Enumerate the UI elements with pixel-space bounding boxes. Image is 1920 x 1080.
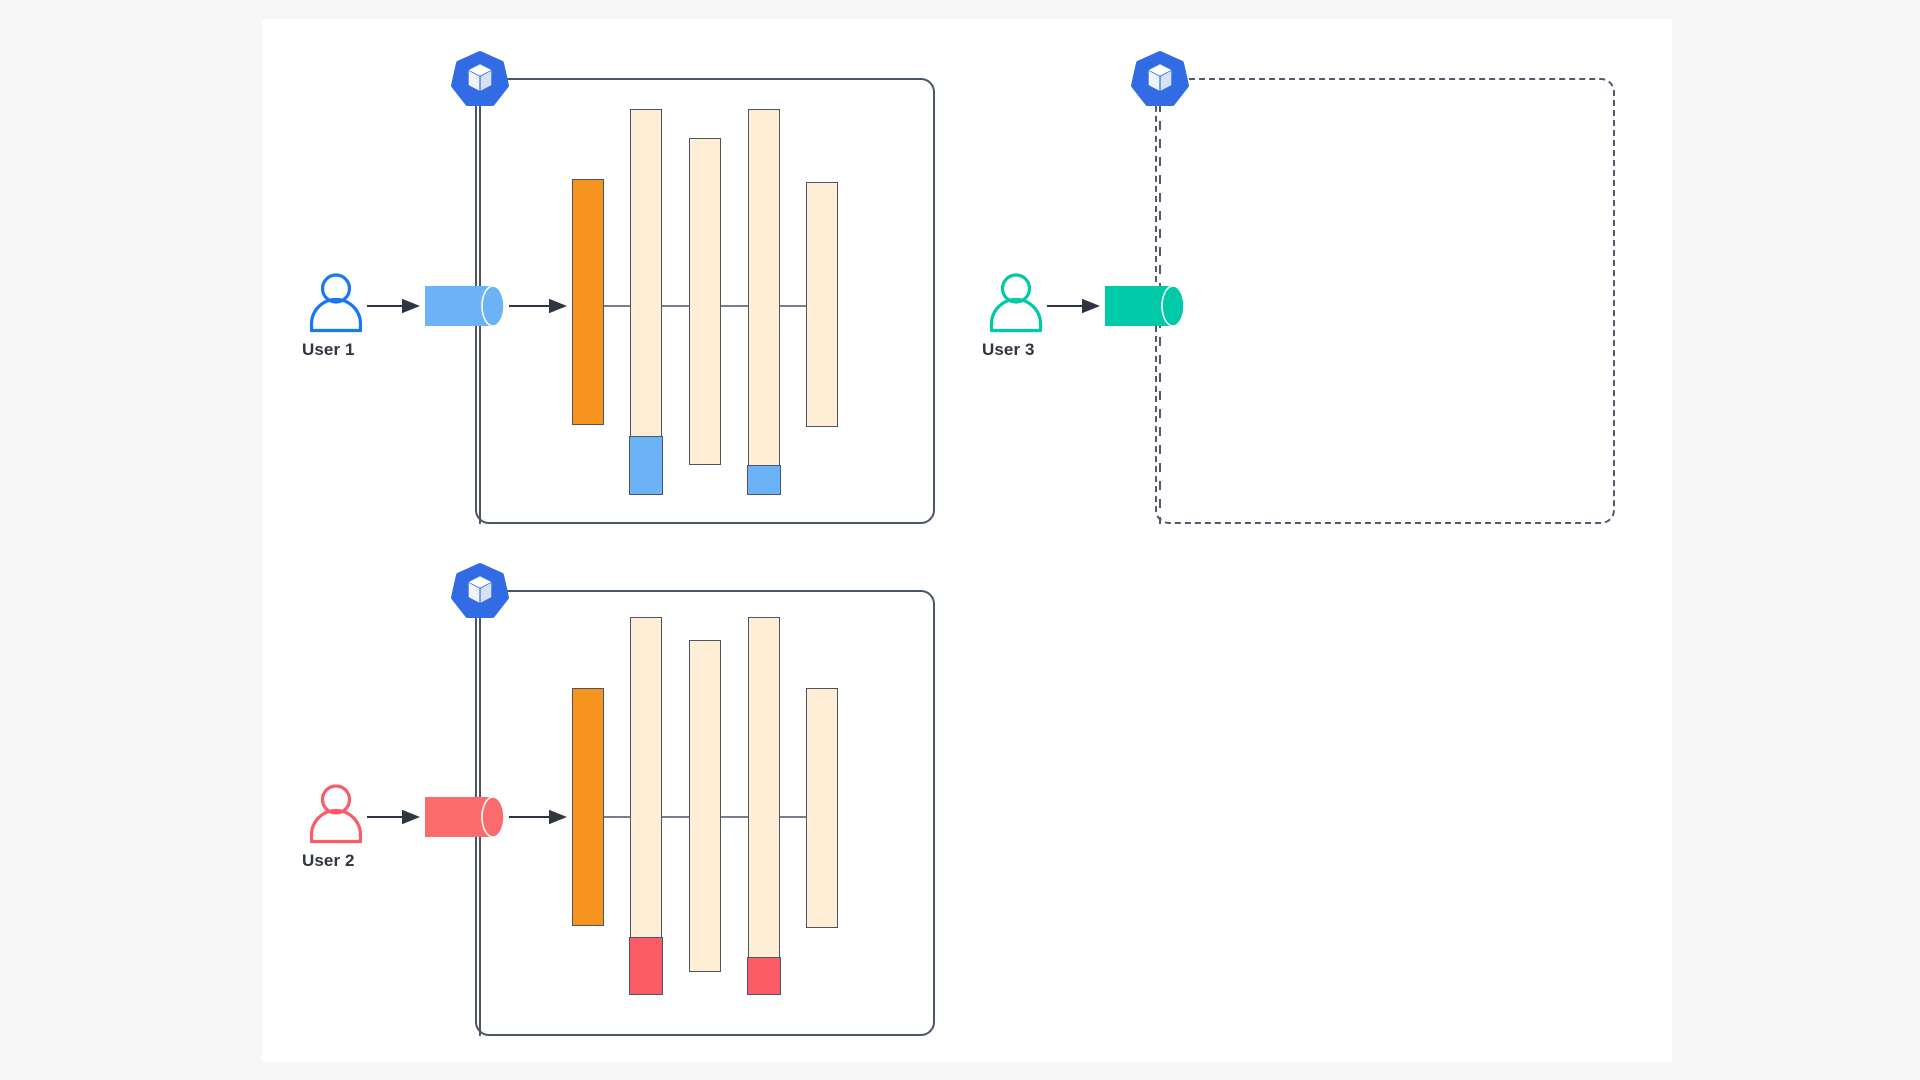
- resource-bar-usage-segment: [747, 464, 781, 495]
- kubernetes-heptagon: [1131, 51, 1189, 106]
- cylinder-right-cap: [481, 285, 505, 327]
- user-body: [989, 297, 1043, 333]
- user-icon[interactable]: [305, 783, 367, 845]
- cluster-boundary-cluster-user3[interactable]: [1155, 78, 1615, 524]
- resource-bar-cream-bar-2[interactable]: [689, 640, 721, 972]
- cube-left-face: [468, 582, 480, 603]
- resource-bar-usage-segment: [747, 956, 781, 995]
- cube-top-face: [1148, 64, 1172, 76]
- cube-right-face: [480, 582, 492, 603]
- kubernetes-icon[interactable]: [451, 51, 509, 109]
- resource-bar-cream-bar-1[interactable]: [629, 617, 663, 995]
- kubernetes-heptagon: [451, 51, 509, 106]
- database-cylinder-icon[interactable]: [1103, 280, 1187, 332]
- kubernetes-logo-glyph: [1131, 51, 1189, 106]
- diagram-canvas: [262, 19, 1672, 1062]
- database-cylinder-glyph: [425, 796, 505, 838]
- user-head: [1000, 273, 1032, 304]
- user-figure-glyph: [989, 273, 1043, 333]
- database-cylinder-icon[interactable]: [423, 280, 507, 332]
- resource-bar-usage-segment: [629, 435, 663, 495]
- resource-bar-cream-bar-1[interactable]: [629, 109, 663, 495]
- resource-bar-cream-bar-3[interactable]: [747, 617, 781, 995]
- resource-bar-cream-bar-4[interactable]: [806, 182, 838, 427]
- user-icon[interactable]: [305, 272, 367, 334]
- kubernetes-icon[interactable]: [1131, 51, 1189, 109]
- cube-right-face: [1160, 70, 1172, 91]
- database-cylinder-glyph: [1105, 285, 1185, 327]
- resource-bar-cream-bar-2[interactable]: [689, 138, 721, 465]
- user-figure-glyph: [309, 273, 363, 333]
- resource-bar-usage-segment: [629, 936, 663, 995]
- cylinder-right-cap: [481, 796, 505, 838]
- database-cylinder-icon[interactable]: [423, 791, 507, 843]
- resource-bar-cream-bar-3[interactable]: [747, 109, 781, 495]
- resource-bar-orange-bar[interactable]: [572, 688, 604, 926]
- cube-right-face: [480, 70, 492, 91]
- cube-left-face: [468, 70, 480, 91]
- user-head: [320, 784, 352, 815]
- actor-label-cluster-user3: User 3: [982, 340, 1035, 359]
- kubernetes-icon[interactable]: [451, 563, 509, 621]
- user-icon[interactable]: [985, 272, 1047, 334]
- cube-top-face: [468, 64, 492, 76]
- database-cylinder-glyph: [425, 285, 505, 327]
- user-body: [309, 297, 363, 333]
- resource-bar-cream-bar-4[interactable]: [806, 688, 838, 928]
- user-head: [320, 273, 352, 304]
- actor-label-cluster-user1: User 1: [302, 340, 355, 359]
- user-figure-glyph: [309, 784, 363, 844]
- cube-left-face: [1148, 70, 1160, 91]
- cylinder-right-cap: [1161, 285, 1185, 327]
- kubernetes-heptagon: [451, 563, 509, 618]
- kubernetes-logo-glyph: [451, 51, 509, 106]
- resource-bar-orange-bar[interactable]: [572, 179, 604, 425]
- actor-label-cluster-user2: User 2: [302, 851, 355, 870]
- user-body: [309, 808, 363, 844]
- kubernetes-logo-glyph: [451, 563, 509, 618]
